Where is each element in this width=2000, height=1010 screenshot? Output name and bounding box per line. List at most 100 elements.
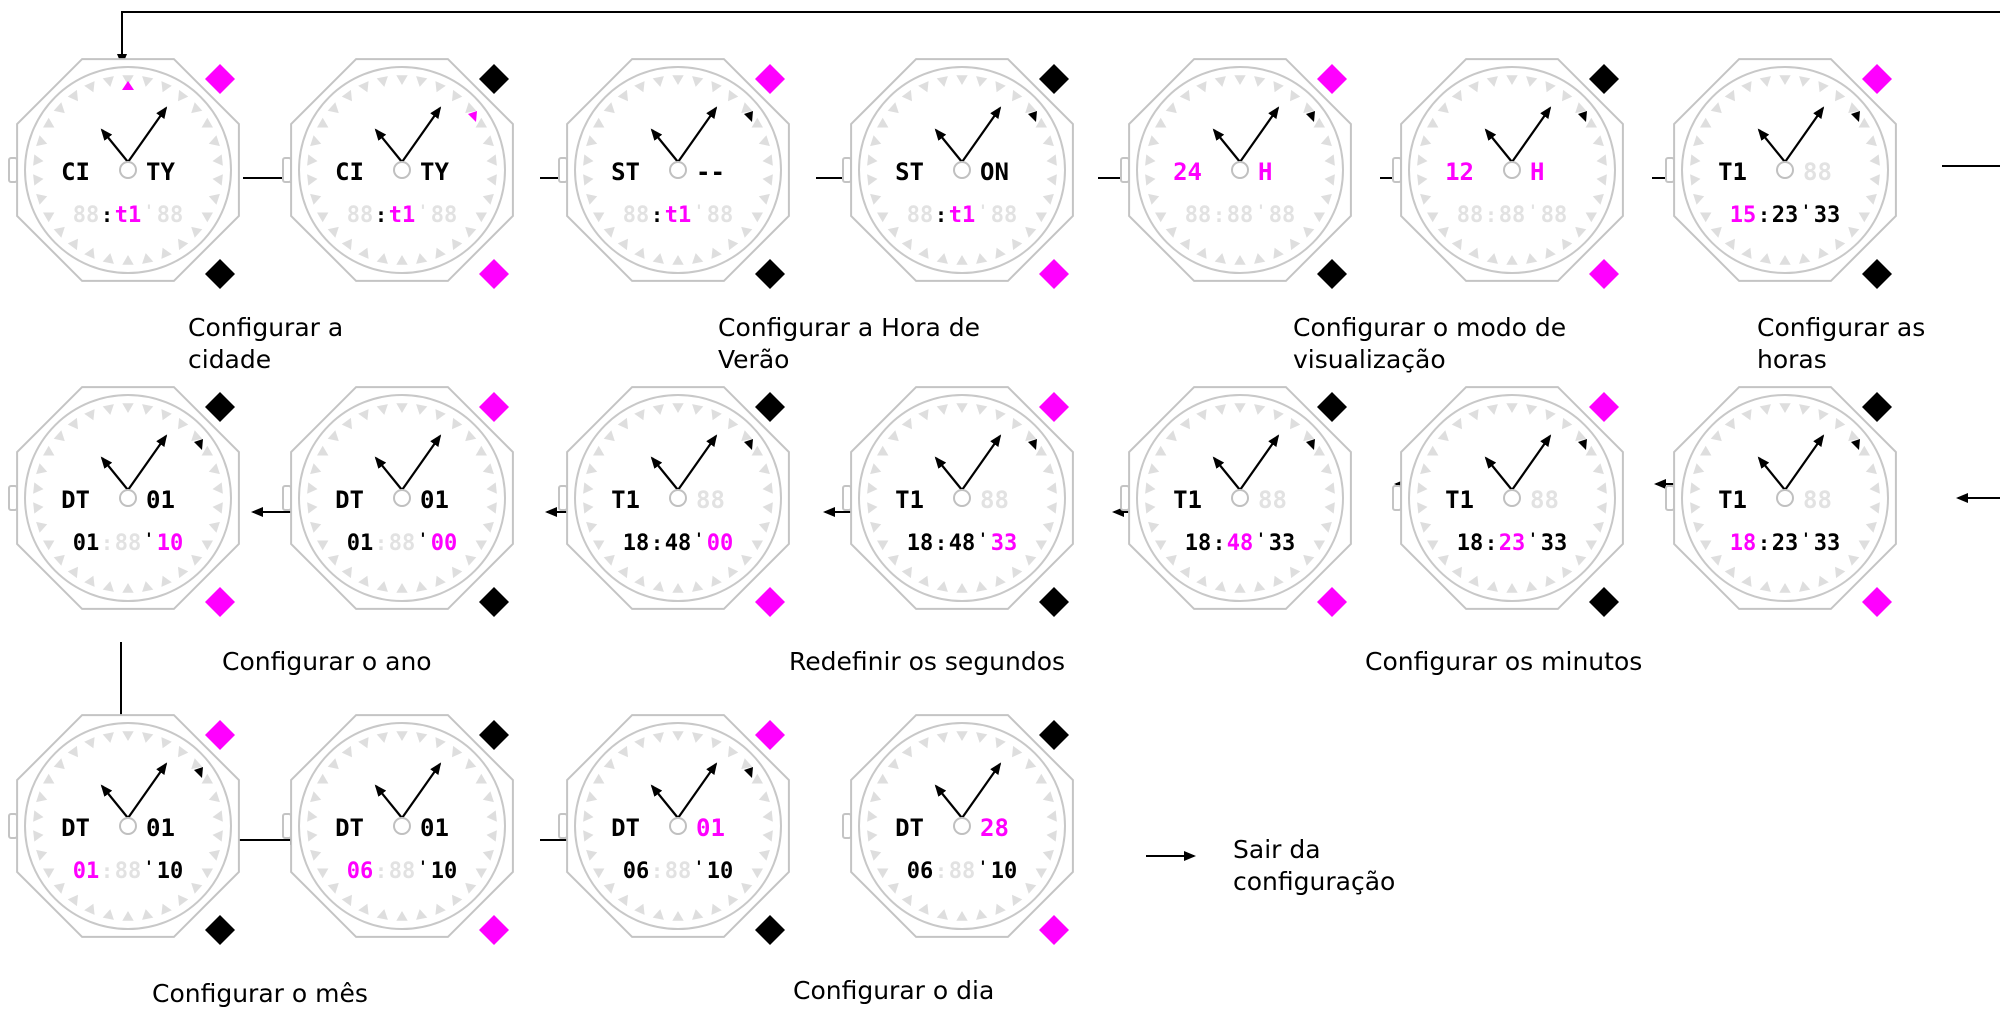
dial-tick <box>1427 540 1439 551</box>
dial-tick <box>1865 193 1877 205</box>
dial-tick <box>593 117 605 128</box>
dial-tick <box>341 894 352 907</box>
hour-hand <box>934 456 963 491</box>
dial-tick <box>1693 521 1705 533</box>
hour-hand <box>1757 128 1786 163</box>
dial-tick <box>465 758 477 770</box>
dial-tick <box>33 830 44 842</box>
lower-button-magenta <box>1039 915 1069 945</box>
dial-tick <box>1196 409 1207 421</box>
lcd-bottom-group-2: 88 <box>949 859 976 884</box>
dial-tick <box>1486 581 1498 592</box>
dial-tick <box>603 554 615 566</box>
dial-tick <box>178 238 189 251</box>
watch-hands <box>1757 434 1825 507</box>
dial-tick <box>201 773 213 784</box>
dial-tick <box>1320 463 1332 475</box>
lcd-bottom-group-2: t1 <box>949 203 976 228</box>
dial-tick <box>36 193 48 205</box>
lcd-colon: : <box>1758 531 1770 555</box>
lcd-top-left: T1 <box>895 486 924 514</box>
lower-button-black <box>479 587 509 617</box>
dial-tick <box>1596 174 1607 186</box>
dial-tick <box>36 463 48 475</box>
lcd-bottom-group-3: 33 <box>1814 203 1841 228</box>
dial-tick <box>1818 247 1829 259</box>
dial-tick <box>1858 117 1870 128</box>
dial-tick <box>1700 540 1712 551</box>
dial-tick <box>751 445 763 456</box>
lcd-bottom-group-3: 33 <box>1269 531 1296 556</box>
minute-hand <box>127 762 168 819</box>
dial-tick <box>634 247 645 259</box>
minute-hand <box>1239 434 1280 491</box>
dial-tick <box>358 903 369 915</box>
dial-tick <box>486 810 497 822</box>
lcd-top-right: 88 <box>1803 486 1832 514</box>
lower-button-magenta <box>1589 259 1619 289</box>
lower-button-magenta <box>1862 587 1892 617</box>
hour-hand <box>100 128 129 163</box>
minute-hand <box>961 762 1002 819</box>
upper-button-magenta <box>755 720 785 750</box>
dial-tick <box>376 581 388 592</box>
dial-tick <box>995 409 1006 421</box>
dial-tick <box>870 849 882 861</box>
center-pin <box>393 489 411 507</box>
dial-tick <box>603 226 615 238</box>
dial-tick <box>936 732 948 743</box>
dial-tick <box>1858 445 1870 456</box>
dial-tick <box>918 575 929 587</box>
watch-hands <box>1212 434 1280 507</box>
dial-tick <box>53 758 65 770</box>
lcd-prime: ' <box>1528 201 1538 220</box>
center-pin <box>953 489 971 507</box>
dial-tick-ring <box>1145 75 1335 265</box>
dial-tick <box>33 502 44 514</box>
dial-tick <box>310 463 322 475</box>
dial-tick <box>1234 403 1246 413</box>
dial-tick <box>1835 566 1846 579</box>
dial-tick <box>1759 404 1771 415</box>
dial-tick <box>995 575 1006 587</box>
dial-tick <box>728 566 739 579</box>
dial-tick <box>936 253 948 264</box>
lcd-colon: : <box>101 203 113 227</box>
lcd-top-left: CI <box>335 158 364 186</box>
dial-tick <box>1427 212 1439 223</box>
dial-tick <box>1035 540 1047 551</box>
dial-tick <box>586 135 598 147</box>
dial-tick <box>956 403 968 413</box>
lcd-bottom-group-3: 10 <box>157 859 184 884</box>
dial-tick <box>486 830 497 842</box>
center-pin <box>953 161 971 179</box>
lcd-bottom-group-1: 15 <box>1730 203 1757 228</box>
dial-tick <box>191 430 203 442</box>
dial-tick <box>956 75 968 85</box>
upper-button-black <box>1039 64 1069 94</box>
dial-tick <box>728 238 739 251</box>
dial-tick <box>191 226 203 238</box>
dial-tick <box>208 193 220 205</box>
crown <box>842 813 852 839</box>
dial-tick <box>1324 502 1335 514</box>
dial-tick <box>1585 212 1597 223</box>
minute-hand <box>677 106 718 163</box>
crown <box>1392 157 1402 183</box>
dial-tick <box>1290 238 1301 251</box>
dial-tick <box>317 868 329 879</box>
dial-tick <box>1700 117 1712 128</box>
dial-tick <box>1506 583 1518 593</box>
watch-hands <box>100 762 168 835</box>
lcd-top-right: TY <box>146 158 175 186</box>
dial-tick-ring <box>867 403 1057 593</box>
dial-tick <box>475 445 487 456</box>
dial-tick <box>901 417 912 430</box>
dial-tick <box>376 732 388 743</box>
dial-tick <box>887 758 899 770</box>
